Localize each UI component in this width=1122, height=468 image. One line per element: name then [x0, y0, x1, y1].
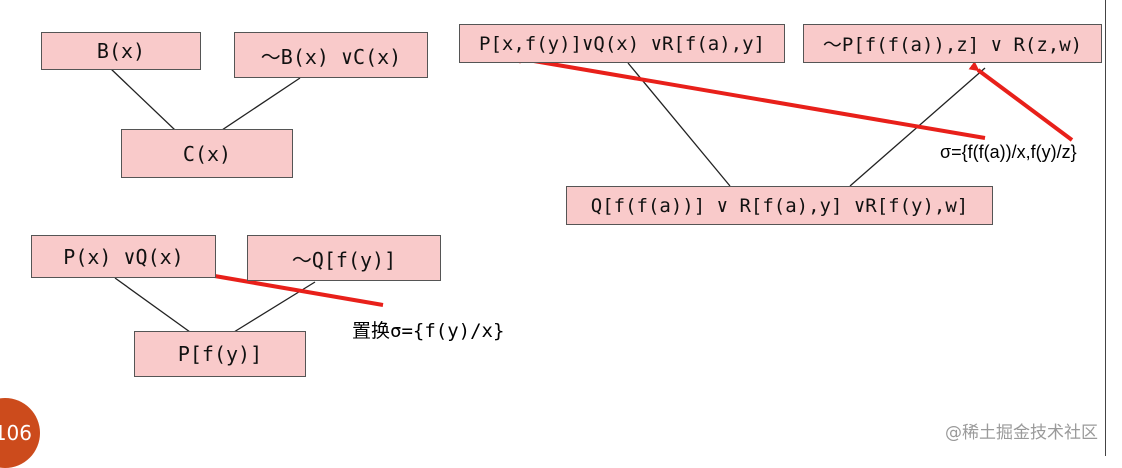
page-right-border — [1105, 0, 1106, 456]
edge-b-to-c — [109, 67, 176, 131]
edge-notb-to-c — [221, 77, 301, 131]
edge-pq-to-p — [114, 277, 191, 333]
clause-not-b-or-c: ～B(x) ∨C(x) — [234, 32, 428, 78]
substitution-arrow-left — [194, 267, 384, 307]
clause-top-left: P[x,f(y)]∨Q(x) ∨R[f(a),y] — [459, 24, 785, 63]
substitution-arrow-to-x — [519, 53, 986, 140]
resolvent-c: C(x) — [121, 129, 293, 178]
resolvent-p: P[f(y)] — [134, 331, 306, 377]
substitution-arrow-to-z — [968, 61, 1074, 142]
substitution-note-right: σ={f(f(a))/x,f(y)/z} — [940, 142, 1077, 162]
clause-p-or-q: P(x) ∨Q(x) — [31, 235, 216, 278]
substitution-note-left: 置换σ={f(y)/x} — [352, 320, 505, 342]
resolvent-bottom: Q[f(f(a))] ∨ R[f(a),y] ∨R[f(y),w] — [566, 186, 993, 225]
edge-topleft-to-bottom — [627, 62, 731, 187]
clause-not-q: ～Q[f(y)] — [247, 235, 441, 281]
clause-b: B(x) — [41, 32, 201, 70]
clause-top-right: ～P[f(f(a)),z] ∨ R(z,w) — [803, 24, 1102, 63]
watermark: @稀土掘金技术社区 — [945, 423, 1098, 443]
